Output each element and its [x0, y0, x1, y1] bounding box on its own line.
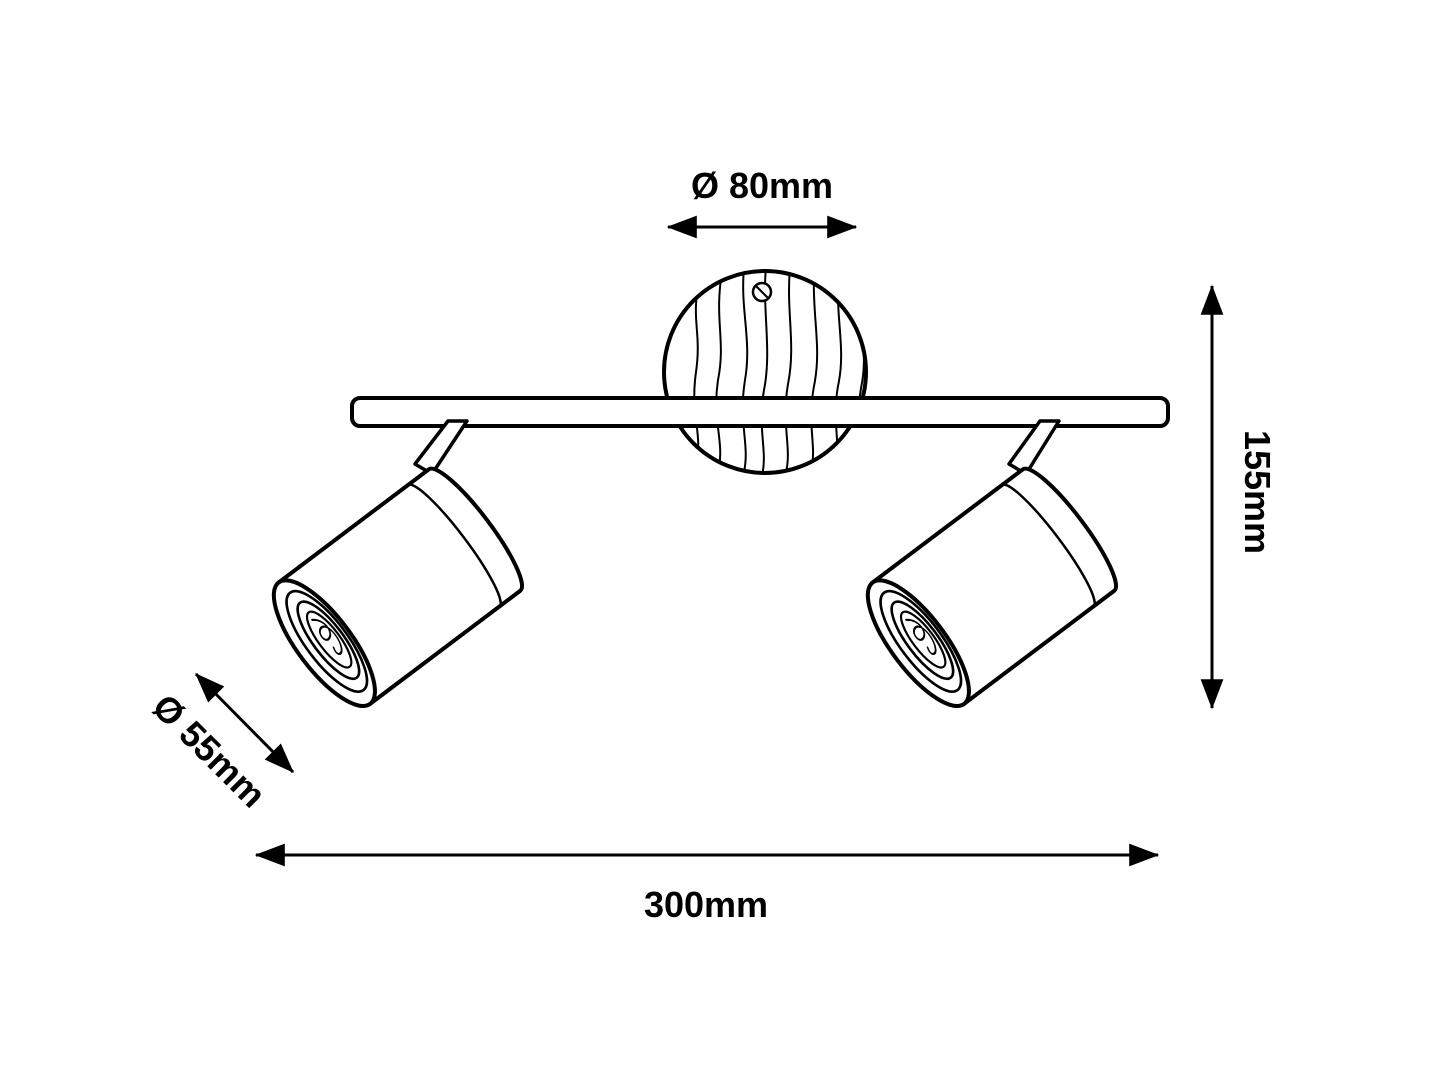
track-bar	[350, 396, 1170, 428]
dim-label-height: 155mm	[1237, 429, 1278, 555]
screw-icon	[751, 281, 773, 303]
spotlight-left	[255, 457, 536, 723]
spotlight-right	[849, 457, 1130, 723]
stem-right	[1007, 419, 1061, 476]
stem-left	[413, 419, 469, 476]
dim-arrow-spot-diameter	[194, 672, 295, 774]
dim-label-overall-width: 300mm	[643, 884, 769, 925]
dim-label-canopy-diameter: Ø 80mm	[690, 165, 834, 206]
mounting-canopy	[662, 269, 868, 475]
